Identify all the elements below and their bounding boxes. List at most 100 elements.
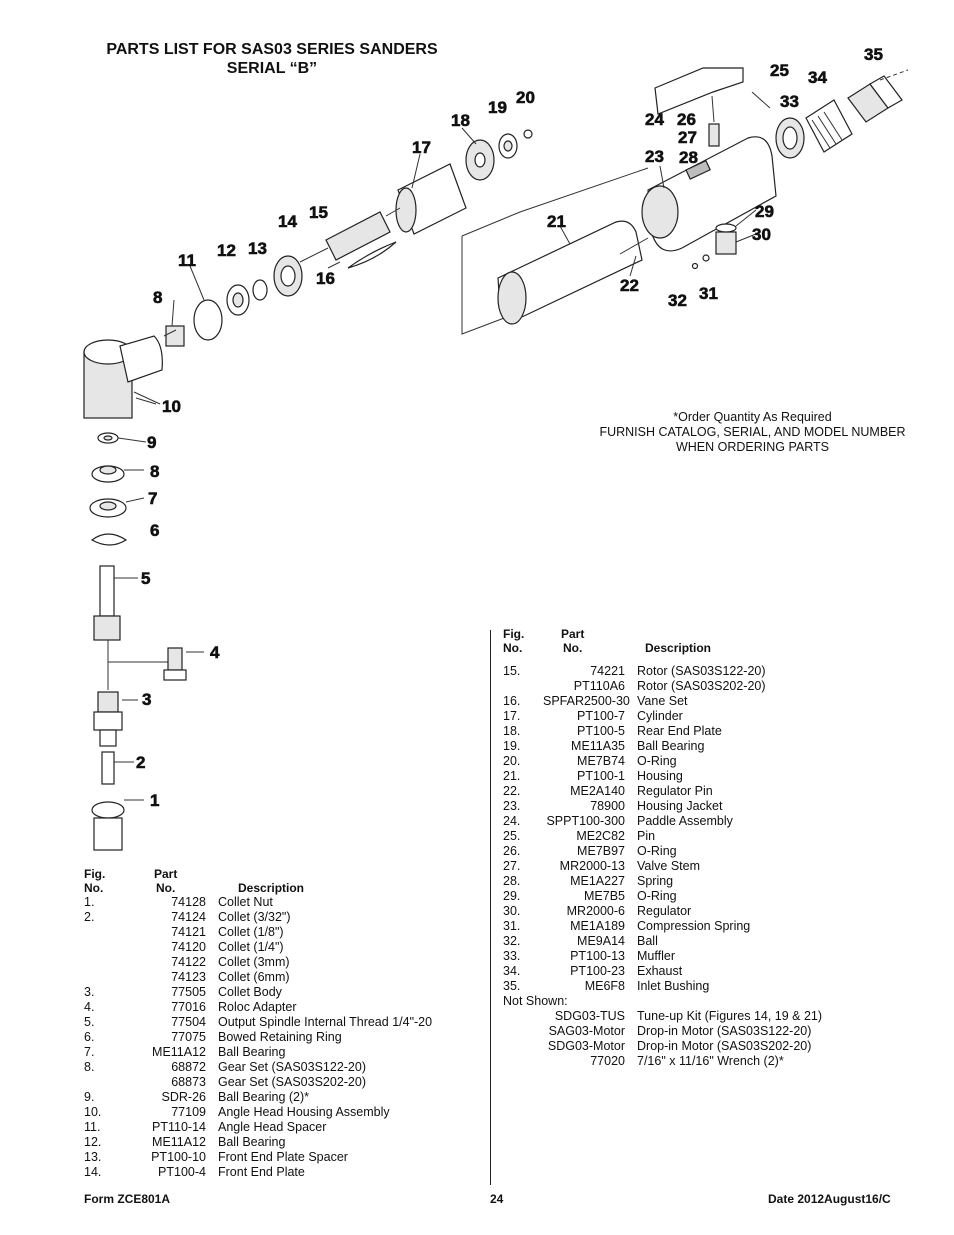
part-no-cell: 77505	[171, 985, 206, 999]
form-number: Form ZCE801A	[84, 1192, 171, 1206]
fig-no-cell: 20.	[503, 754, 521, 768]
part-no-cell: SDG03-Motor	[547, 1039, 625, 1053]
part-no-cell: 74121	[171, 925, 206, 939]
fig-no-cell: 16.	[503, 694, 521, 708]
table-header-top: Fig.Part	[503, 627, 822, 641]
ball-bearing-12-part	[226, 284, 250, 316]
description-cell: Rotor (SAS03S122-20)	[637, 664, 766, 678]
fig-no-cell: 3.	[84, 985, 95, 999]
ball-bearing-7-part	[89, 497, 145, 518]
part-no-cell: ME9A14	[577, 934, 625, 948]
description-cell: O-Ring	[637, 889, 677, 903]
part-no-cell: 74128	[171, 895, 206, 909]
description-cell: Angle Head Spacer	[218, 1120, 327, 1134]
fig-no-cell: 10.	[84, 1105, 102, 1119]
description-cell: Regulator	[637, 904, 692, 918]
callout-32: 32	[668, 291, 687, 310]
callout-25: 25	[770, 61, 789, 80]
description-cell: Ball	[637, 934, 658, 948]
fig-no-cell: 1.	[84, 895, 95, 909]
part-no-cell: PT100-7	[577, 709, 625, 723]
part-no-cell: 74123	[171, 970, 206, 984]
callout-10: 10	[162, 397, 181, 416]
description-cell: Gear Set (SAS03S122-20)	[218, 1060, 366, 1074]
header-part-no: No.	[563, 641, 583, 655]
header-description: Description	[238, 881, 305, 895]
callout-12: 12	[217, 241, 236, 260]
callout-30: 30	[752, 225, 771, 244]
callout-28: 28	[679, 148, 698, 167]
description-cell: Muffler	[637, 949, 675, 963]
callout-33: 33	[780, 92, 799, 111]
header-fig-no: No.	[503, 641, 523, 655]
description-cell: Rear End Plate	[637, 724, 722, 738]
part-no-cell: PT110A6	[573, 679, 625, 693]
description-cell: Angle Head Housing Assembly	[218, 1105, 390, 1119]
fig-no-cell: 26.	[503, 844, 521, 858]
fig-no-cell	[503, 1024, 543, 1039]
callout-26: 26	[677, 110, 696, 129]
header-part: Part	[561, 627, 585, 641]
housing-jacket-part	[641, 136, 777, 252]
description-cell: Collet (3/32")	[218, 910, 291, 924]
column-divider	[490, 630, 491, 1185]
part-no-cell: 77109	[171, 1105, 206, 1119]
title-line-2: SERIAL “B”	[226, 60, 318, 77]
callout-18: 18	[451, 111, 470, 130]
description-cell: O-Ring	[637, 754, 677, 768]
angle-head-housing-part	[83, 335, 163, 419]
description-cell: Collet (6mm)	[218, 970, 290, 984]
description-cell: Housing Jacket	[637, 799, 723, 813]
fig-no-cell: 29.	[503, 889, 521, 903]
description-cell: Regulator Pin	[637, 784, 713, 798]
description-cell: Cylinder	[637, 709, 683, 723]
part-no-cell: 77075	[171, 1030, 206, 1044]
description-cell: Ball Bearing	[218, 1135, 286, 1149]
part-no-cell: 74122	[171, 955, 206, 969]
description-cell: Ball Bearing	[637, 739, 705, 753]
table-row: Not Shown:	[503, 994, 822, 1009]
part-no-cell: ME11A35	[571, 739, 625, 753]
description-cell: 7/16" x 11/16" Wrench (2)*	[637, 1054, 784, 1068]
fig-no-cell: 30.	[503, 904, 521, 918]
description-cell: Bowed Retaining Ring	[218, 1030, 342, 1044]
part-no-cell: ME11A12	[152, 1135, 206, 1149]
fig-no-cell: 17.	[503, 709, 521, 723]
callout-2: 2	[136, 753, 145, 772]
fig-no-cell: 28.	[503, 874, 521, 888]
table-header-bottom: No. No. Description	[503, 641, 822, 655]
part-no-cell: ME6F8	[584, 979, 625, 993]
cylinder-part	[395, 163, 467, 235]
callout-7: 7	[148, 489, 157, 508]
description-cell: Housing	[637, 769, 683, 783]
callout-11: 11	[178, 251, 196, 270]
description-cell: Collet (1/4")	[218, 940, 284, 954]
fig-no-cell: 7.	[84, 1045, 95, 1059]
description-cell: Drop-in Motor (SAS03S122-20)	[637, 1024, 812, 1038]
description-cell: Compression Spring	[637, 919, 751, 933]
revision-date: Date 2012August16/C	[768, 1192, 891, 1206]
part-no-cell: 77016	[171, 1000, 206, 1014]
page-title: PARTS LIST FOR SAS03 SERIES SANDERS SERI…	[92, 40, 452, 78]
description-cell: Front End Plate Spacer	[218, 1150, 348, 1164]
header-description: Description	[645, 641, 712, 655]
fig-no-cell: 11.	[84, 1120, 101, 1134]
